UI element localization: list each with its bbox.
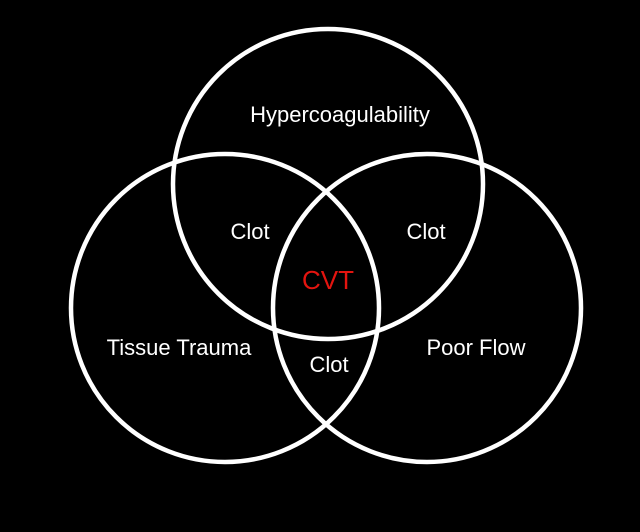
circle-tissue-trauma <box>68 151 382 465</box>
label-tissue-trauma: Tissue Trauma <box>107 335 252 360</box>
label-cvt-center: CVT <box>302 265 354 295</box>
circle-poor-flow <box>270 151 584 465</box>
label-clot-top-left: Clot <box>230 219 269 244</box>
circle-hypercoagulability <box>170 26 486 342</box>
label-clot-top-right: Clot <box>406 219 445 244</box>
label-clot-bottom: Clot <box>309 352 348 377</box>
label-poor-flow: Poor Flow <box>426 335 525 360</box>
label-hypercoagulability: Hypercoagulability <box>250 102 430 127</box>
